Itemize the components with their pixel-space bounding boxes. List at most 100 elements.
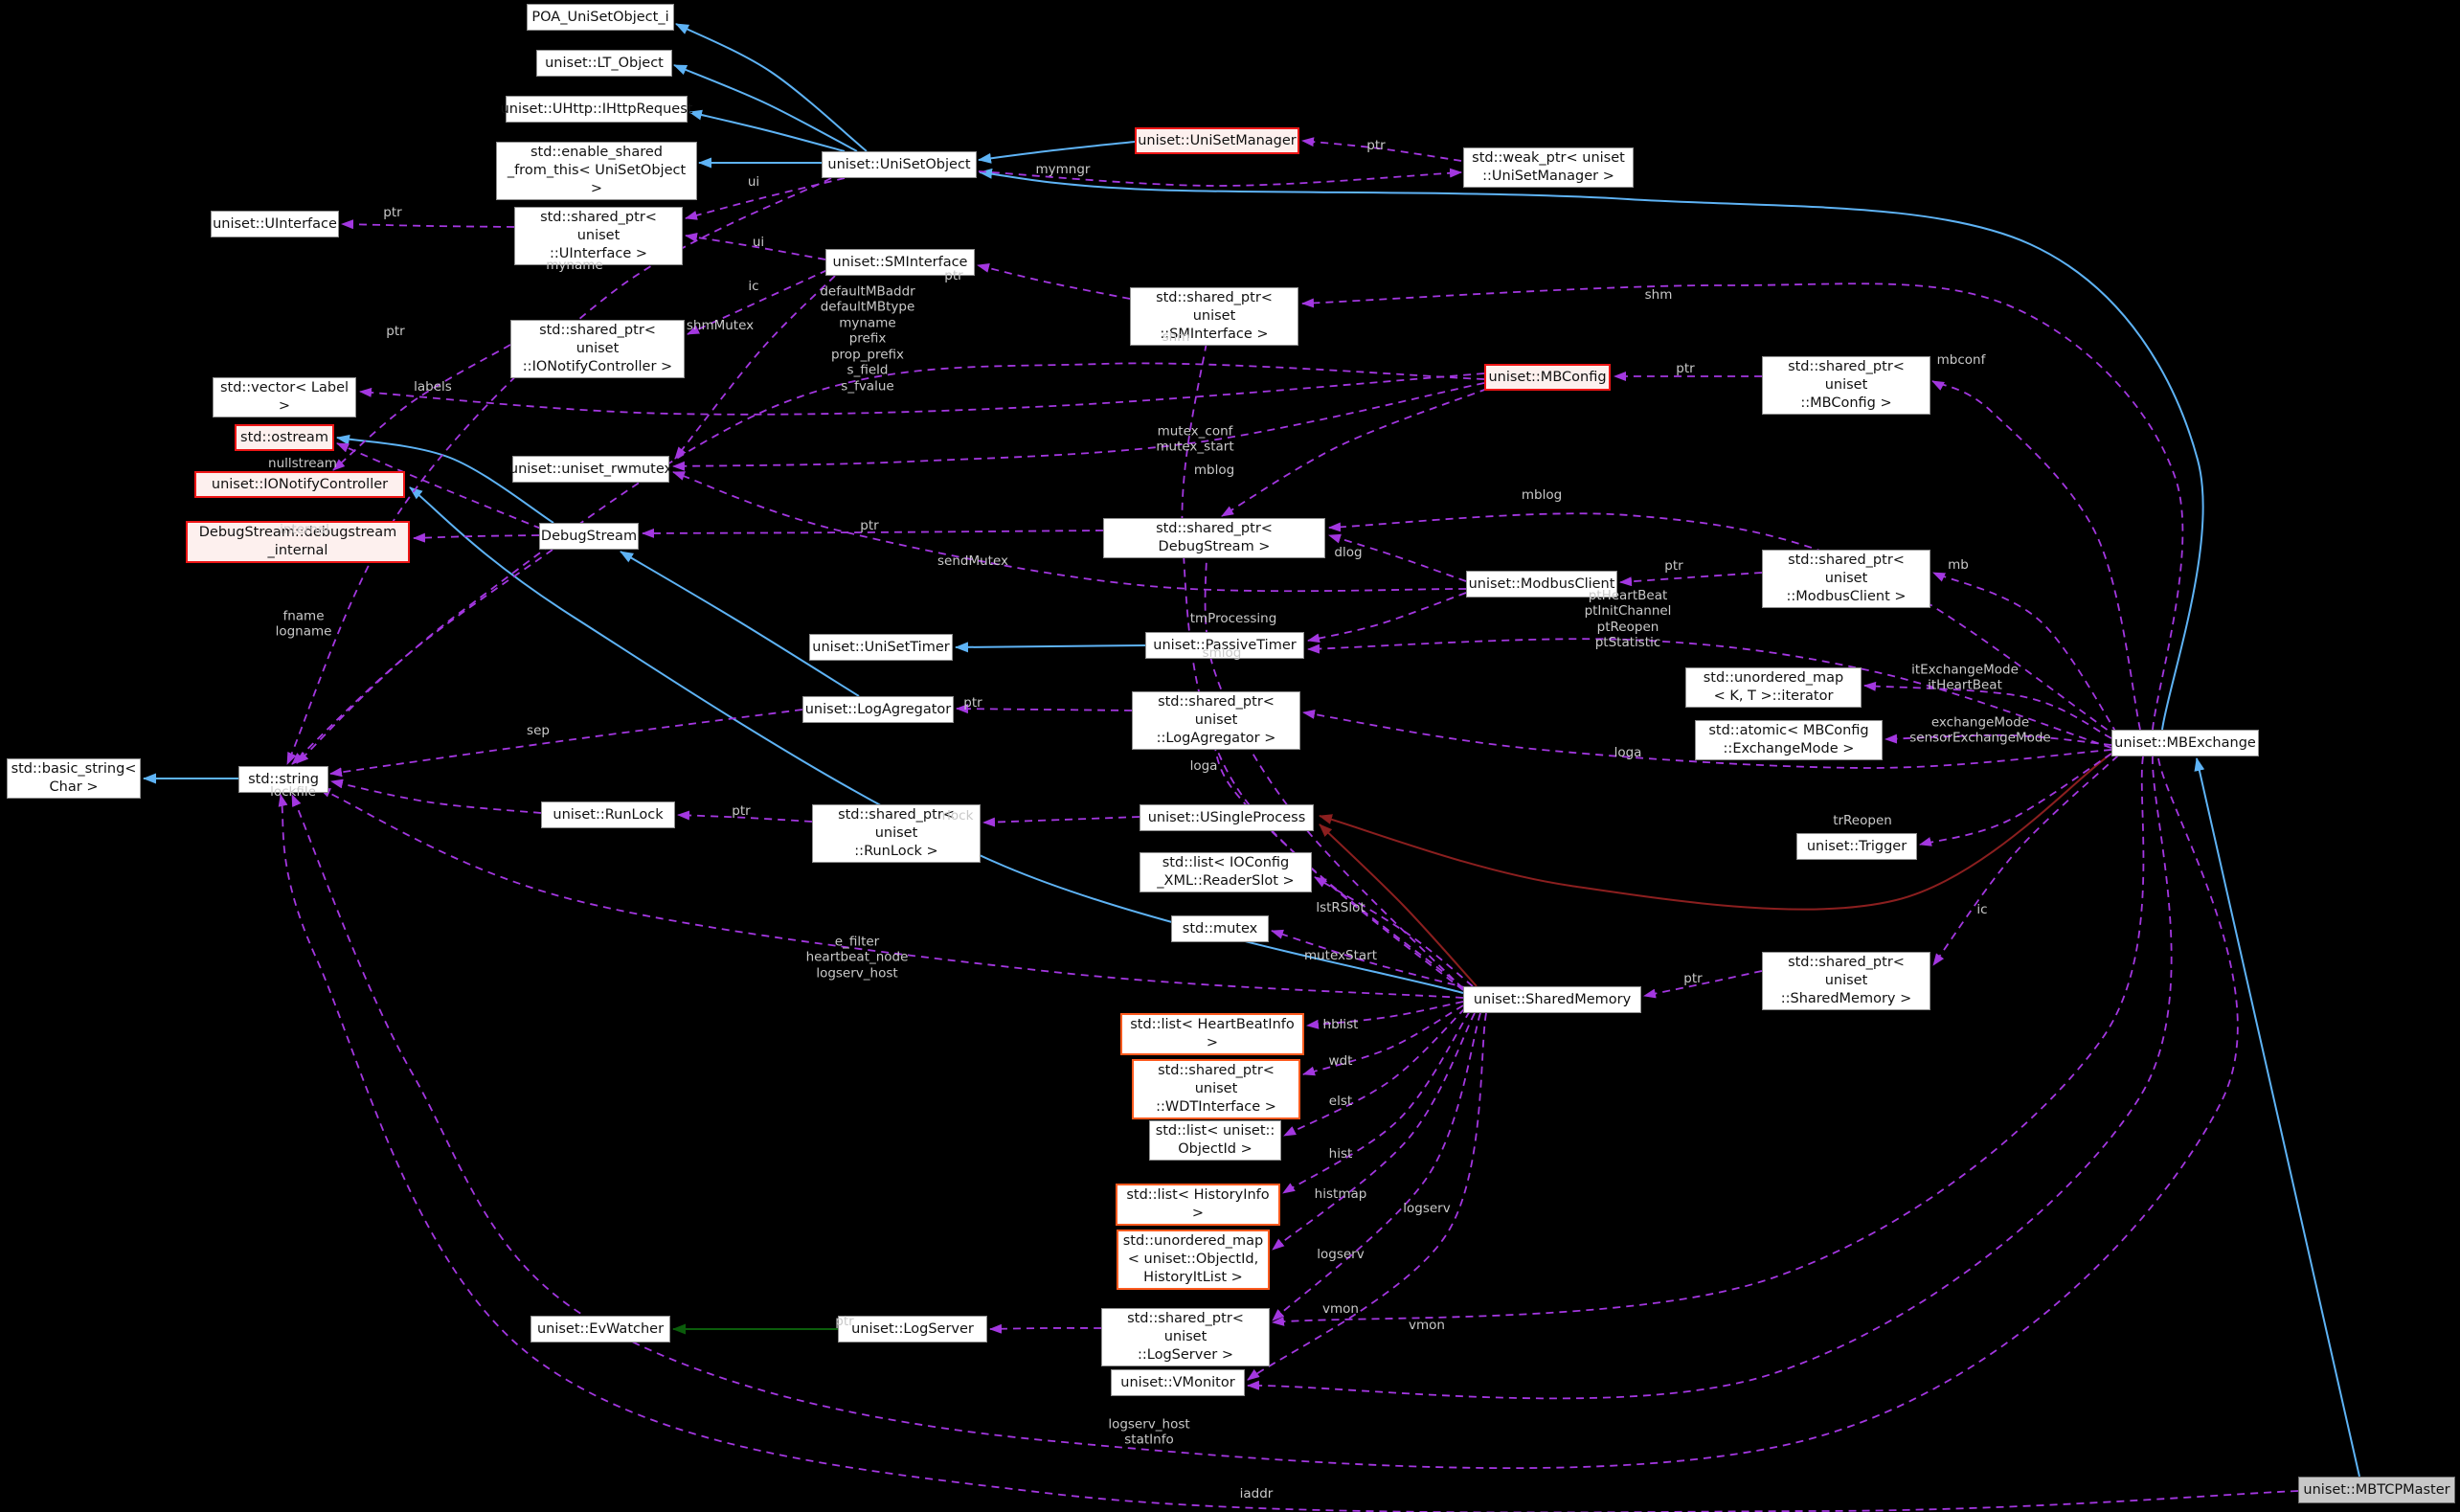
edge-mbexch-to-sstr [291,757,2239,1470]
edge-uniobj-to-weakmgr [978,168,1462,187]
node-logsrv[interactable]: uniset::LogServer [838,1316,987,1343]
node-dbg[interactable]: DebugStream [539,523,639,550]
node-esft[interactable]: std::enable_shared _from_this< UniSetObj… [496,142,697,200]
node-label-bstr: std::basic_string< Char > [11,761,137,795]
node-usproc[interactable]: uniset::USingleProcess [1140,804,1314,831]
node-label-evw: uniset::EvWatcher [536,1320,665,1337]
node-label-usproc: uniset::USingleProcess [1147,809,1306,825]
node-umap_h[interactable]: std::unordered_map < uniset::ObjectId, H… [1117,1230,1270,1290]
node-poa[interactable]: POA_UniSetObject_i [527,4,674,31]
node-trigger[interactable]: uniset::Trigger [1796,833,1917,860]
edge-shm_box-to-sp_dbg [1202,545,1464,990]
node-mbexch[interactable]: uniset::MBExchange [2111,730,2259,756]
node-sp_dbg[interactable]: std::shared_ptr< DebugStream > [1103,518,1325,558]
edge-mbexch-to-umap_it [1863,681,2112,739]
node-label-shm_box: uniset::SharedMemory [1473,991,1632,1007]
edge-mbexch-to-trigger [1919,753,2112,846]
node-sp_shm[interactable]: std::shared_ptr< uniset ::SharedMemory > [1762,952,1930,1010]
node-label-poa: POA_UniSetObject_i [531,9,669,25]
node-smintf[interactable]: uniset::SMInterface [825,249,975,276]
node-sp_logagr[interactable]: std::shared_ptr< uniset ::LogAgregator > [1132,691,1300,750]
node-label-mbexch: uniset::MBExchange [2114,734,2256,751]
node-evw[interactable]: uniset::EvWatcher [530,1316,670,1343]
node-ionc[interactable]: uniset::IONotifyController [194,471,405,498]
node-sp_uintf[interactable]: std::shared_ptr< uniset ::UInterface > [514,207,683,265]
node-umgr[interactable]: uniset::UniSetManager [1135,127,1299,154]
node-label-dbg: DebugStream [540,528,638,544]
node-label-sp_uintf: std::shared_ptr< uniset ::UInterface > [540,210,657,261]
node-uniobj[interactable]: uniset::UniSetObject [822,151,977,178]
node-sp_smintf[interactable]: std::shared_ptr< uniset ::SMInterface > [1130,287,1298,346]
node-shm_box[interactable]: uniset::SharedMemory [1463,986,1641,1013]
edge-mbconf-to-vlabel [359,372,1485,416]
node-sstr[interactable]: std::string [238,766,328,793]
node-uintf[interactable]: uniset::UInterface [211,211,339,237]
node-dbgint[interactable]: DebugStream::debugstream _internal [186,521,410,563]
node-lt[interactable]: uniset::LT_Object [536,50,672,77]
node-sp_modcl[interactable]: std::shared_ptr< uniset ::ModbusClient > [1762,550,1930,608]
edge-smintf-to-sp_ionc [687,269,828,335]
edge-sp_shm-to-shm_box [1643,970,1763,999]
edge-shm_box-to-usproc [1319,824,1478,987]
edge-mbexch-to-sp_smintf [1301,282,2184,731]
node-label-sp_modcl: std::shared_ptr< uniset ::ModbusClient > [1786,553,1907,604]
node-modcl[interactable]: uniset::ModbusClient [1466,571,1617,598]
edge-uniobj-to-lt [673,64,858,152]
node-sp_wdt[interactable]: std::shared_ptr< uniset ::WDTInterface > [1132,1059,1300,1119]
node-http[interactable]: uniset::UHttp::IHttpRequest [501,96,692,123]
node-lhist[interactable]: std::list< HistoryInfo > [1116,1184,1280,1226]
node-label-lobj: std::list< uniset:: ObjectId > [1155,1123,1275,1157]
node-ptimer[interactable]: uniset::PassiveTimer [1145,632,1304,659]
node-lreader[interactable]: std::list< IOConfig _XML::ReaderSlot > [1140,852,1312,892]
node-sp_mbconf[interactable]: std::shared_ptr< uniset ::MBConfig > [1762,356,1930,415]
node-label-esft: std::enable_shared _from_this< UniSetObj… [507,145,687,196]
node-label-mutex: std::mutex [1182,920,1258,937]
node-label-uintf: uniset::UInterface [213,215,337,232]
node-umap_it[interactable]: std::unordered_map < K, T >::iterator [1685,667,1862,708]
node-label-logagr: uniset::LogAgregator [804,701,952,717]
node-vlabel[interactable]: std::vector< Label > [213,377,356,417]
edge-uniobj-to-http [688,109,846,152]
node-label-mbconf: uniset::MBConfig [1488,369,1607,385]
node-label-ionc: uniset::IONotifyController [211,476,389,492]
edge-logagr-to-dbg [620,551,860,697]
node-vmon_box[interactable]: uniset::VMonitor [1111,1369,1245,1396]
node-mbtcp[interactable]: uniset::MBTCPMaster [2298,1477,2455,1503]
node-label-uniobj: uniset::UniSetObject [827,156,971,172]
node-runlock[interactable]: uniset::RunLock [541,801,675,828]
edge-dbg-to-ostream [336,434,554,524]
node-label-sp_smintf: std::shared_ptr< uniset ::SMInterface > [1156,290,1273,342]
node-utimer[interactable]: uniset::UniSetTimer [809,634,953,661]
node-logagr[interactable]: uniset::LogAgregator [802,696,954,723]
node-label-sp_logsrv: std::shared_ptr< uniset ::LogServer > [1127,1311,1244,1363]
node-lhb[interactable]: std::list< HeartBeatInfo > [1120,1013,1304,1055]
node-lobj[interactable]: std::list< uniset:: ObjectId > [1149,1120,1281,1161]
node-label-umap_it: std::unordered_map < K, T >::iterator [1703,670,1844,704]
node-label-sp_mbconf: std::shared_ptr< uniset ::MBConfig > [1788,359,1905,411]
node-label-atomic: std::atomic< MBConfig ::ExchangeMode > [1708,723,1869,756]
node-mbconf[interactable]: uniset::MBConfig [1484,364,1611,391]
edge-uniobj-to-sstr [286,177,832,765]
node-sp_logsrv[interactable]: std::shared_ptr< uniset ::LogServer > [1101,1308,1270,1366]
edge-mbexch-to-sp_dbg [1328,512,2119,738]
edge-umgr-to-uniobj [978,141,1136,164]
node-label-smintf: uniset::SMInterface [832,254,968,270]
node-label-sp_dbg: std::shared_ptr< DebugStream > [1156,521,1273,554]
node-ostream[interactable]: std::ostream [235,424,334,451]
edge-shm_box-to-lhb [1306,1001,1464,1029]
node-label-http: uniset::UHttp::IHttpRequest [500,101,693,117]
node-atomic[interactable]: std::atomic< MBConfig ::ExchangeMode > [1695,720,1883,760]
edge-mbexch-to-usproc [1319,753,2112,911]
node-weakmgr[interactable]: std::weak_ptr< uniset ::UniSetManager > [1463,147,1634,188]
node-bstr[interactable]: std::basic_string< Char > [7,758,141,799]
edge-shm_box-to-ionc [409,486,1464,994]
node-rwmutex[interactable]: uniset::uniset_rwmutex [509,456,672,483]
edge-sp_dbg-to-dbg [642,528,1104,538]
node-sp_ionc[interactable]: std::shared_ptr< uniset ::IONotifyContro… [510,320,685,378]
edge-shm_box-to-mutex [1271,929,1469,989]
node-mutex[interactable]: std::mutex [1171,915,1269,942]
node-sp_runlock[interactable]: std::shared_ptr< uniset ::RunLock > [812,804,981,863]
node-label-utimer: uniset::UniSetTimer [812,639,950,655]
edge-sp_runlock-to-runlock [677,810,813,823]
